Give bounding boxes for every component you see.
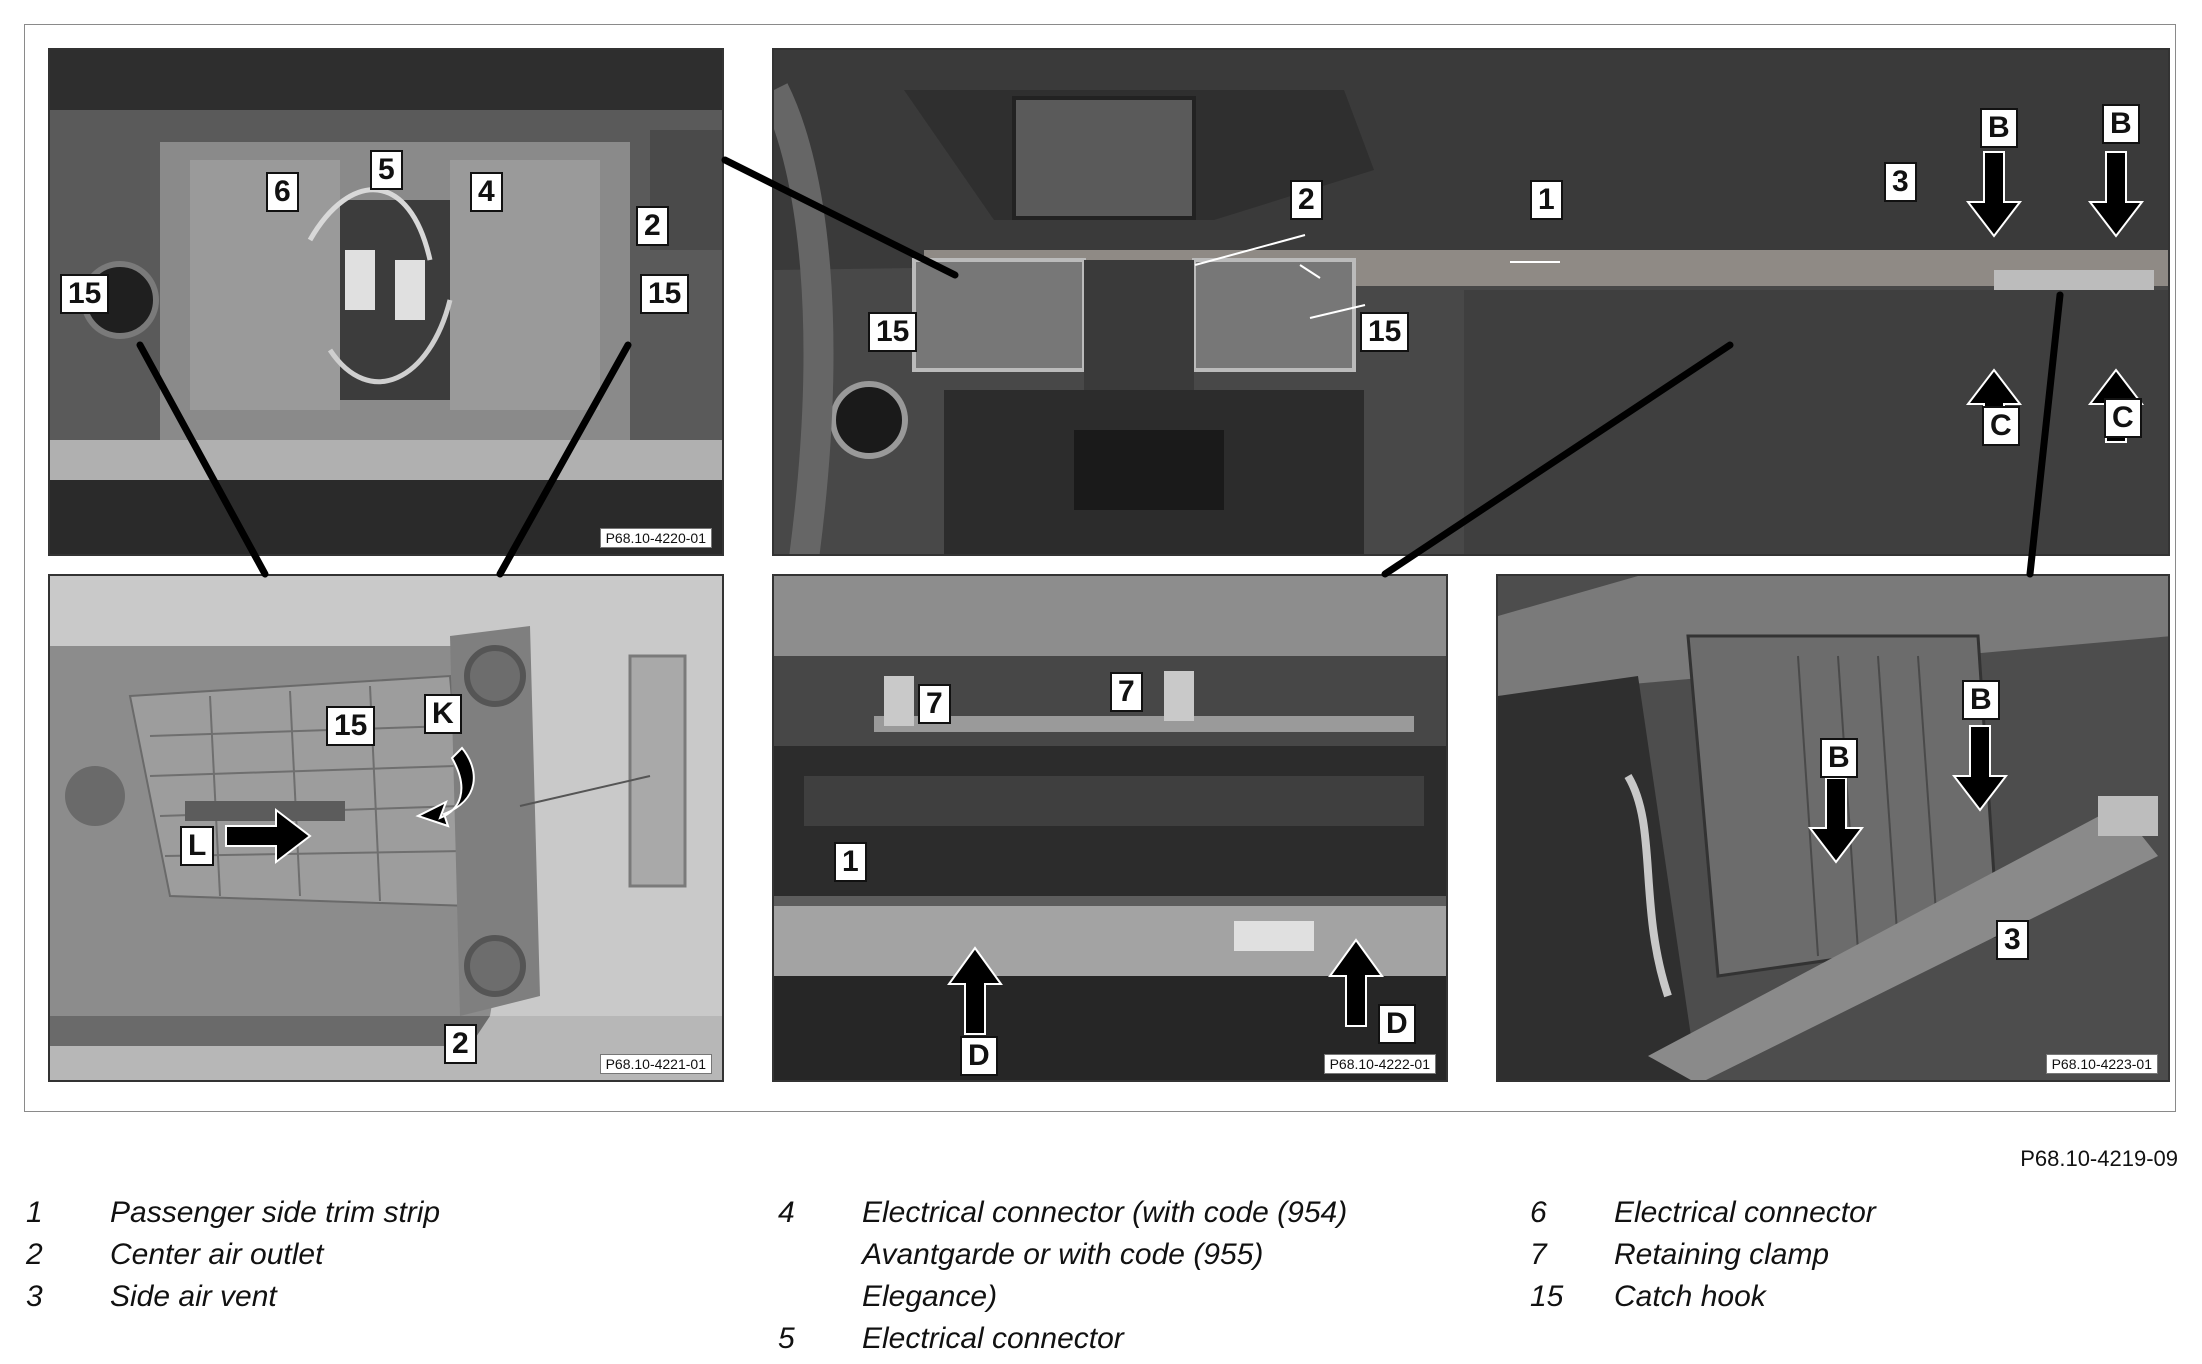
callout-1: 1 xyxy=(1530,180,1563,220)
callout-2: 2 xyxy=(444,1024,477,1064)
callout-c: C xyxy=(1982,406,2020,446)
callout-3: 3 xyxy=(1996,920,2029,960)
callout-1: 1 xyxy=(834,842,867,882)
callout-b: B xyxy=(1820,738,1858,778)
panel-ref-label: P68.10-4220-01 xyxy=(599,528,712,548)
callout-k: K xyxy=(424,694,462,734)
photo-side-vent-removal: P68.10-4223-01 xyxy=(1496,574,2170,1082)
callout-5: 5 xyxy=(370,150,403,190)
photo-glovebox-retaining-clamps: P68.10-4222-01 xyxy=(772,574,1448,1082)
callout-2: 2 xyxy=(1290,180,1323,220)
callout-c: C xyxy=(2104,398,2142,438)
callout-15: 15 xyxy=(868,312,918,352)
callout-2: 2 xyxy=(636,206,669,246)
callout-b: B xyxy=(1980,108,2018,148)
callout-b: B xyxy=(2102,104,2140,144)
legend-item: Avantgarde or with code (955) xyxy=(862,1238,1264,1271)
callout-4: 4 xyxy=(470,172,503,212)
photo-dashboard-overview xyxy=(772,48,2170,556)
callout-d: D xyxy=(960,1036,998,1076)
photo-center-outlet-rear: P68.10-4220-01 xyxy=(48,48,724,556)
panel-ref-label: P68.10-4223-01 xyxy=(2045,1054,2158,1074)
render-catch-hook-detail: P68.10-4221-01 xyxy=(48,574,724,1082)
callout-l: L xyxy=(180,826,215,866)
callout-d: D xyxy=(1378,1004,1416,1044)
legend-item: Elegance) xyxy=(862,1280,998,1313)
callout-7: 7 xyxy=(918,684,951,724)
figure-id: P68.10-4219-09 xyxy=(2020,1146,2178,1171)
callout-15: 15 xyxy=(326,706,376,746)
callout-3: 3 xyxy=(1884,162,1917,202)
callout-15: 15 xyxy=(60,274,110,314)
callout-6: 6 xyxy=(266,172,299,212)
callout-b: B xyxy=(1962,680,2000,720)
callout-7: 7 xyxy=(1110,672,1143,712)
callout-15: 15 xyxy=(640,274,690,314)
panel-ref-label: P68.10-4222-01 xyxy=(1323,1054,1436,1074)
panel-ref-label: P68.10-4221-01 xyxy=(599,1054,712,1074)
callout-15: 15 xyxy=(1360,312,1410,352)
